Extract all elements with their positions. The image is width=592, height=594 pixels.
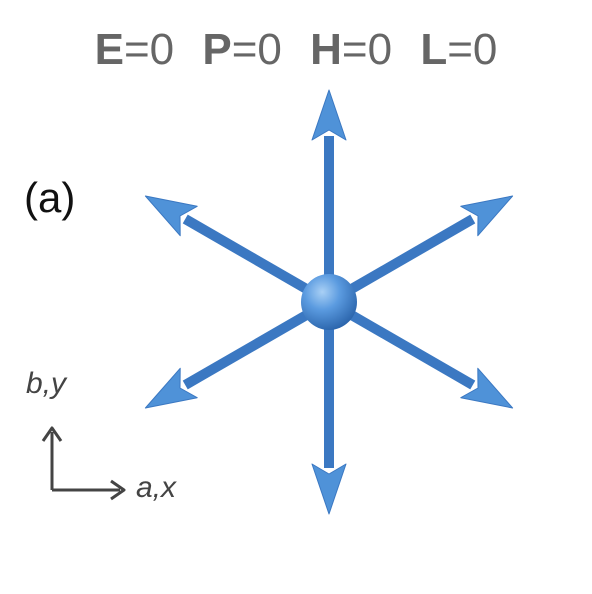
- arrow-upper-right-icon: [326, 195, 514, 307]
- arrow-up-icon: [311, 89, 347, 302]
- arrow-upper-left-icon: [144, 195, 332, 307]
- panel-label: (a): [24, 174, 76, 221]
- y-axis-label: b,y: [26, 367, 67, 400]
- x-axis-label: a,x: [136, 471, 177, 504]
- term-l: L=0: [420, 25, 498, 74]
- arrow-lower-left-icon: [144, 297, 332, 409]
- term-p: P=0: [202, 25, 282, 74]
- center-sphere-icon: [301, 274, 357, 330]
- term-h: H=0: [310, 25, 393, 74]
- order-parameter-header: E=0 P=0 H=0 L=0: [0, 20, 592, 80]
- arrow-down-icon: [311, 302, 347, 515]
- term-e: E=0: [94, 25, 175, 74]
- arrow-lower-right-icon: [326, 297, 514, 409]
- coordinate-axes-icon: [41, 426, 126, 501]
